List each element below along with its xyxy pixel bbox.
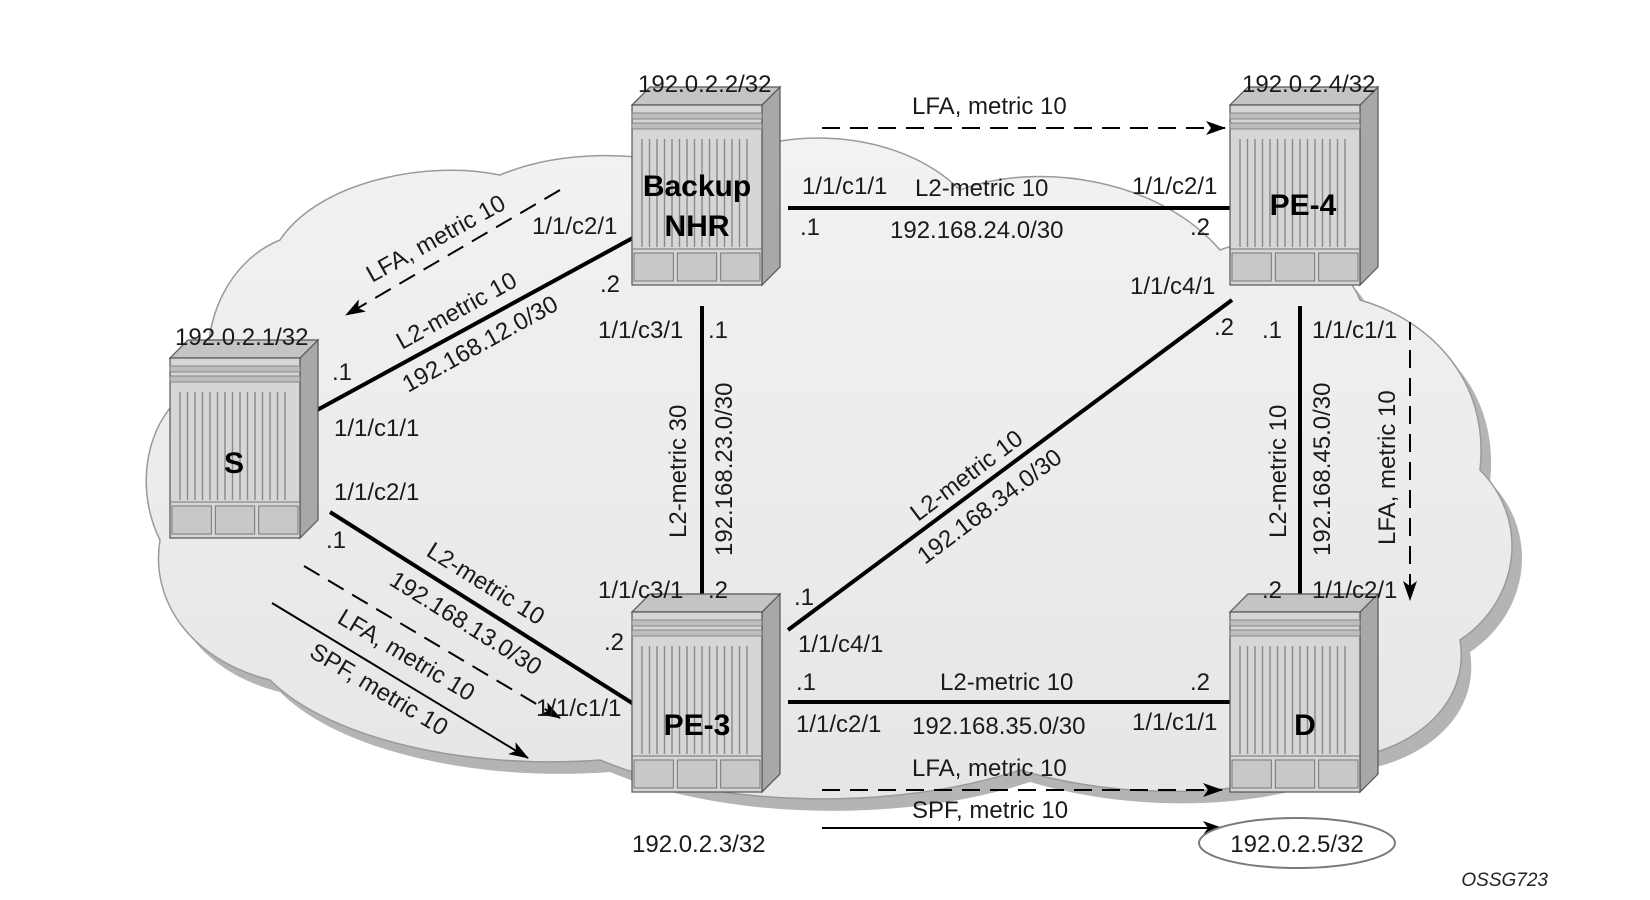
nhr-pe4-pe4-addr: .2	[1190, 214, 1210, 241]
nhr-pe4-nhr-addr: .1	[800, 214, 820, 241]
nhr-pe4-nhr-if: 1/1/c1/1	[802, 173, 887, 200]
s-nhr-nhr-if: 1/1/c2/1	[532, 213, 617, 240]
router-header-band	[631, 629, 763, 637]
nhr-pe3-nhr-addr: .1	[708, 317, 728, 344]
pe3-d-d-if: 1/1/c1/1	[1132, 709, 1217, 736]
router-power-module	[214, 505, 256, 535]
router-power-module	[676, 759, 718, 789]
nhr-pe4-pe4-if: 1/1/c2/1	[1132, 173, 1217, 200]
s-pe3-s-if: 1/1/c2/1	[334, 479, 419, 506]
router-pe3	[630, 592, 782, 794]
router-side-panel	[1359, 592, 1379, 794]
nhr-pe3-pe3-if: 1/1/c3/1	[598, 577, 683, 604]
router-d-name: D	[1294, 709, 1316, 742]
pe3-pe4-pe3-addr: .1	[794, 584, 814, 611]
s-pe3-pe3-addr: .2	[604, 629, 624, 656]
figure-id: OSSG723	[1461, 870, 1548, 891]
router-d	[1228, 592, 1380, 794]
router-power-module	[1318, 759, 1359, 789]
router-power-module	[1318, 252, 1359, 282]
pe3-d-metric: L2-metric 10	[940, 669, 1073, 696]
router-power-module	[633, 759, 674, 789]
router-side-panel	[761, 85, 781, 287]
router-s-name: S	[224, 447, 244, 480]
router-power-module	[1231, 759, 1272, 789]
router-power-module	[720, 252, 761, 282]
router-power-module	[1274, 759, 1316, 789]
pe4-d-pe4-addr: .1	[1262, 317, 1282, 344]
nhr-pe3-metric: L2-metric 30	[665, 405, 692, 538]
cloud-background	[145, 137, 1523, 811]
router-header-band	[631, 112, 763, 120]
router-d-loopback-ellipse	[1198, 817, 1396, 869]
link-s-nhr	[307, 232, 641, 417]
pe3-d-d-addr: .2	[1190, 669, 1210, 696]
pe3-pe4-pe4-if: 1/1/c4/1	[1130, 273, 1215, 300]
s-nhr-nhr-addr: .2	[600, 271, 620, 298]
links	[307, 206, 1302, 710]
router-pe3-loopback: 192.0.2.3/32	[632, 831, 765, 858]
link-s-pe3	[328, 510, 642, 710]
router-pe3-name: PE-3	[664, 709, 731, 742]
router-header-band	[1229, 619, 1361, 627]
router-header-band	[169, 375, 301, 383]
router-power-module	[1231, 252, 1272, 282]
router-power-module	[258, 505, 299, 535]
pe4-d-pe4-if: 1/1/c1/1	[1312, 317, 1397, 344]
nhr-pe3-nhr-if: 1/1/c3/1	[598, 317, 683, 344]
router-power-module	[676, 252, 718, 282]
pe3-d-pe3-addr: .1	[796, 669, 816, 696]
pe3-pe4-pe4-addr: .2	[1214, 314, 1234, 341]
router-nhr-loopback: 192.0.2.2/32	[638, 71, 771, 98]
lfa-pe3-d-label: LFA, metric 10	[912, 755, 1067, 782]
lfa-arrow-s-pe3	[303, 565, 561, 719]
router-pe4-name: PE-4	[1270, 189, 1337, 222]
router-nhr-name-line1: Backup	[643, 170, 751, 203]
router-header-band	[1229, 112, 1361, 120]
router-pe4	[1228, 85, 1380, 287]
nhr-pe3-subnet: 192.168.23.0/30	[711, 383, 738, 557]
router-backup-nhr	[630, 85, 782, 287]
router-header-band	[169, 365, 301, 373]
link-pe3-pe4	[786, 298, 1234, 632]
nhr-pe4-subnet: 192.168.24.0/30	[890, 217, 1064, 244]
spf-arrow-s-pe3	[271, 602, 529, 759]
nhr-pe4-metric: L2-metric 10	[915, 175, 1048, 202]
router-s-loopback: 192.0.2.1/32	[175, 324, 308, 351]
pe3-d-subnet: 192.168.35.0/30	[912, 713, 1086, 740]
pe3-pe4-pe3-if: 1/1/c4/1	[798, 631, 883, 658]
lfa-nhr-pe4-label: LFA, metric 10	[912, 93, 1067, 120]
cloud-body	[145, 137, 1513, 800]
spf-pe3-d-label: SPF, metric 10	[912, 797, 1068, 824]
pe4-d-metric: L2-metric 10	[1265, 405, 1292, 538]
router-header-band	[1229, 629, 1361, 637]
s-pe3-pe3-if: 1/1/c1/1	[536, 695, 621, 722]
lfa-pe4-d-label: LFA, metric 10	[1374, 390, 1401, 545]
router-side-panel	[299, 338, 319, 540]
path-arrows	[271, 121, 1417, 835]
lfa-arrow-nhr-s	[345, 189, 561, 316]
router-header-band	[1229, 122, 1361, 130]
pe4-d-d-if: 1/1/c2/1	[1312, 577, 1397, 604]
router-power-module	[1274, 252, 1316, 282]
nhr-pe3-pe3-addr: .2	[708, 577, 728, 604]
router-s	[168, 338, 320, 540]
router-nhr-name-line2: NHR	[665, 210, 730, 243]
router-side-panel	[761, 592, 781, 794]
router-side-panel	[1359, 85, 1379, 287]
s-nhr-s-if: 1/1/c1/1	[334, 415, 419, 442]
s-pe3-s-addr: .1	[326, 527, 346, 554]
router-header-band	[631, 619, 763, 627]
s-nhr-s-addr: .1	[332, 359, 352, 386]
router-power-module	[633, 252, 674, 282]
pe4-d-d-addr: .2	[1262, 577, 1282, 604]
router-power-module	[171, 505, 212, 535]
router-d-loopback: 192.0.2.5/32	[1230, 831, 1363, 858]
router-header-band	[631, 122, 763, 130]
pe4-d-subnet: 192.168.45.0/30	[1309, 383, 1336, 557]
router-pe4-loopback: 192.0.2.4/32	[1242, 71, 1375, 98]
pe3-d-pe3-if: 1/1/c2/1	[796, 711, 881, 738]
router-power-module	[720, 759, 761, 789]
